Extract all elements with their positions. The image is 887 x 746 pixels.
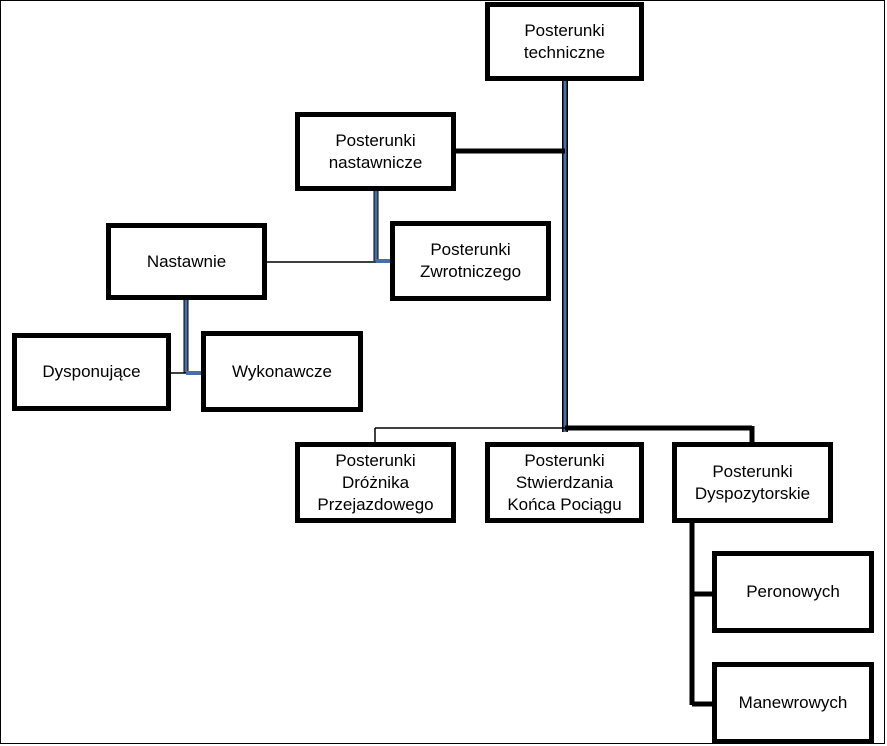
node-label: Peronowych	[746, 582, 840, 601]
node-label: Nastawnie	[146, 251, 227, 271]
node-nastawnie: Nastawnie	[106, 223, 267, 300]
node-wykonawcze: Wykonawcze	[201, 331, 363, 412]
node-label: Wykonawcze	[232, 361, 332, 381]
node-posterunki-techniczne: Posterunki techniczne	[485, 2, 644, 81]
node-manewrowych: Manewrowych	[712, 662, 874, 744]
node-label: Posterunki nastawnicze	[328, 130, 423, 172]
node-peronowych: Peronowych	[712, 551, 874, 633]
node-dysponujace: Dysponujące	[12, 333, 171, 411]
node-label: Manewrowych	[738, 693, 848, 712]
node-posterunki-droznika: Posterunki Dróżnika Przejazdowego	[295, 442, 456, 523]
node-label: Posterunki Stwierdzania Końca Pociągu	[507, 450, 622, 514]
node-label: Posterunki Zwrotniczego	[419, 240, 522, 281]
node-posterunki-zwrotniczego: Posterunki Zwrotniczego	[390, 221, 551, 301]
node-label: Posterunki Dróżnika Przejazdowego	[317, 450, 434, 514]
node-label: Dysponujące	[42, 362, 141, 381]
node-label: Posterunki techniczne	[523, 20, 606, 62]
node-label: Posterunki Dyspozytorskie	[694, 461, 811, 503]
node-posterunki-dyspozytorskie: Posterunki Dyspozytorskie	[672, 442, 833, 523]
node-posterunki-nastawnicze: Posterunki nastawnicze	[295, 112, 456, 191]
node-posterunki-stwierdzania: Posterunki Stwierdzania Końca Pociągu	[485, 442, 644, 523]
